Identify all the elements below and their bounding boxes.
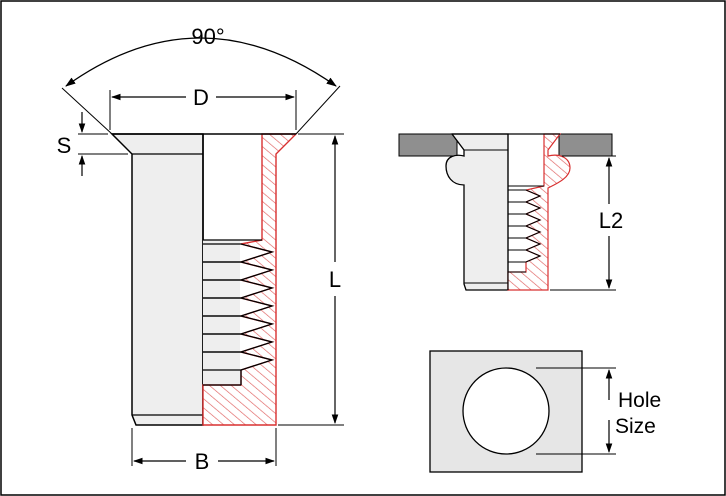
length-label: L xyxy=(329,267,341,292)
s-dimension: S xyxy=(57,112,128,176)
installed-rivet-nut xyxy=(398,133,613,291)
head-thickness-label: S xyxy=(57,133,72,158)
angle-dimension: 90° xyxy=(61,24,341,135)
rivet-body-half xyxy=(110,133,204,426)
thread-lines xyxy=(203,239,275,386)
b-dimension: B xyxy=(131,428,277,474)
angle-label: 90° xyxy=(191,24,224,49)
installed-length-label: L2 xyxy=(599,208,623,233)
installed-thread-lines xyxy=(507,134,544,290)
sheet-left xyxy=(398,133,458,157)
sheet-right xyxy=(558,133,613,157)
main-rivet-nut xyxy=(110,133,298,426)
diameter-label: D xyxy=(193,85,209,110)
l-dimension: L xyxy=(278,133,344,426)
hole-size-label-line1: Hole xyxy=(618,389,661,412)
hole-size-label-line2: Size xyxy=(615,415,656,438)
installed-hatched-section xyxy=(507,133,571,291)
hole-size-plate: Hole Size xyxy=(429,350,678,473)
hole-circle xyxy=(462,367,550,455)
body-diameter-label: B xyxy=(195,449,210,474)
d-dimension: D xyxy=(109,85,297,130)
l2-dimension: L2 xyxy=(550,155,623,291)
